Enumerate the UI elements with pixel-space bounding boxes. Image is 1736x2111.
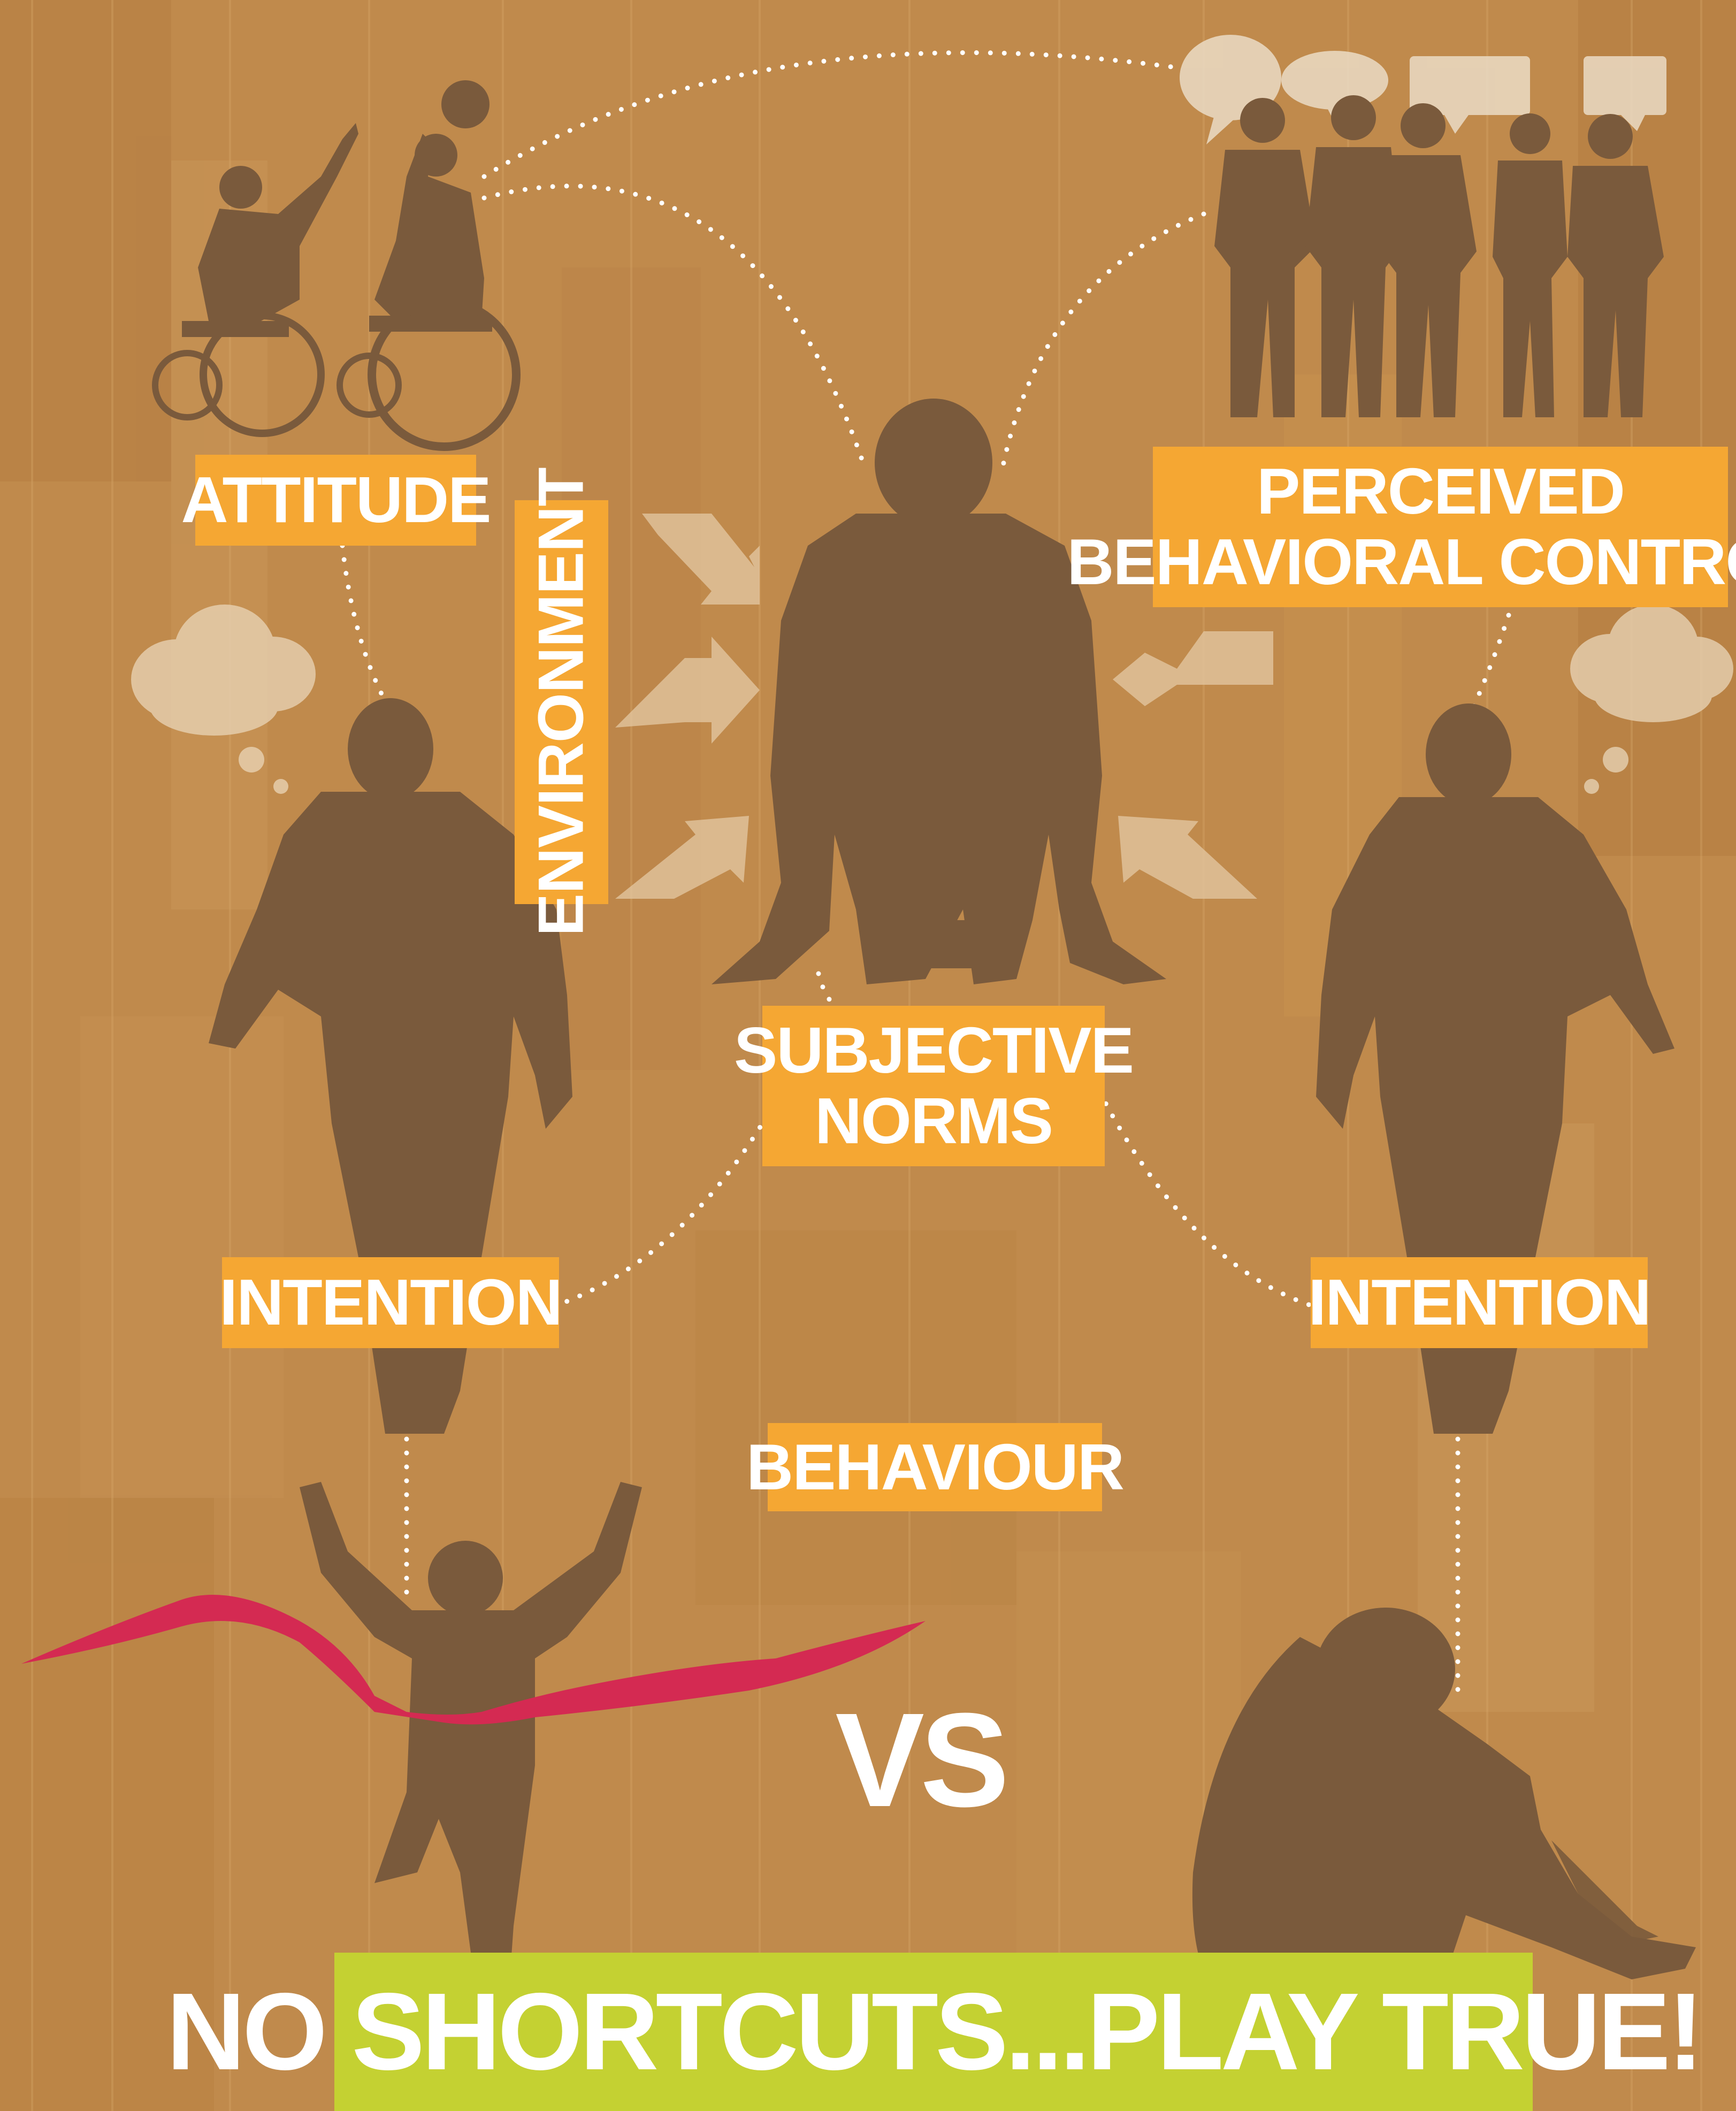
subjective-line-1: SUBJECTIVE: [733, 1014, 1134, 1087]
subjective-norms-label: SUBJECTIVE NORMS: [734, 1006, 1134, 1166]
attitude-label: ATTITUDE: [181, 455, 492, 546]
vs-text: VS: [835, 1685, 1010, 1834]
environment-label: ENVIRONMENT: [515, 468, 608, 936]
speech-bubble-icon: [1584, 56, 1666, 115]
speech-bubble-icon: [1410, 56, 1530, 115]
arrow-icon: [1113, 631, 1273, 706]
subjective-line-2: NORMS: [814, 1084, 1053, 1157]
crouching-sprinter-icon: [712, 399, 1166, 984]
arrow-icon: [615, 637, 760, 744]
arrow-icon: [615, 816, 749, 899]
environment-arrows: [615, 514, 1273, 899]
walking-man-icon: [1316, 703, 1674, 1434]
sad-sitting-person-icon: [1192, 1608, 1696, 2011]
perceived-behavioral-control-label: PERCEIVED BEHAVIORAL CONTROL: [1067, 447, 1736, 607]
silhouettes: [152, 80, 1696, 2111]
connector-norms-to-left-intention: [554, 1089, 784, 1308]
walking-man-icon: [209, 698, 572, 1434]
connector-pbc-to-man: [1471, 613, 1511, 709]
behaviour-label: BEHAVIOUR: [746, 1423, 1125, 1511]
wheelchair-players-icon: [152, 80, 521, 451]
business-group-icon: [1214, 95, 1664, 417]
pbc-line-1: PERCEIVED: [1256, 455, 1625, 528]
intention-right-label: INTENTION: [1308, 1257, 1651, 1348]
pbc-line-2: BEHAVIORAL CONTROL: [1067, 525, 1736, 598]
speech-bubble-icon: [1281, 51, 1388, 110]
thought-cloud-icon: [131, 605, 316, 794]
intention-left-label: INTENTION: [219, 1257, 563, 1348]
arrow-icon: [1118, 816, 1257, 899]
finish-ribbon-icon: [21, 1595, 926, 1725]
thought-cloud-icon: [1570, 605, 1733, 794]
arrow-icon: [642, 514, 760, 605]
dotted-connectors: [340, 50, 1511, 1693]
connector-wheelchair-to-sprinter: [481, 183, 867, 468]
winner-runner-icon: [300, 1482, 642, 2111]
slogan-banner: NO SHORTCUTS...PLAY TRUE!: [166, 1953, 1704, 2111]
